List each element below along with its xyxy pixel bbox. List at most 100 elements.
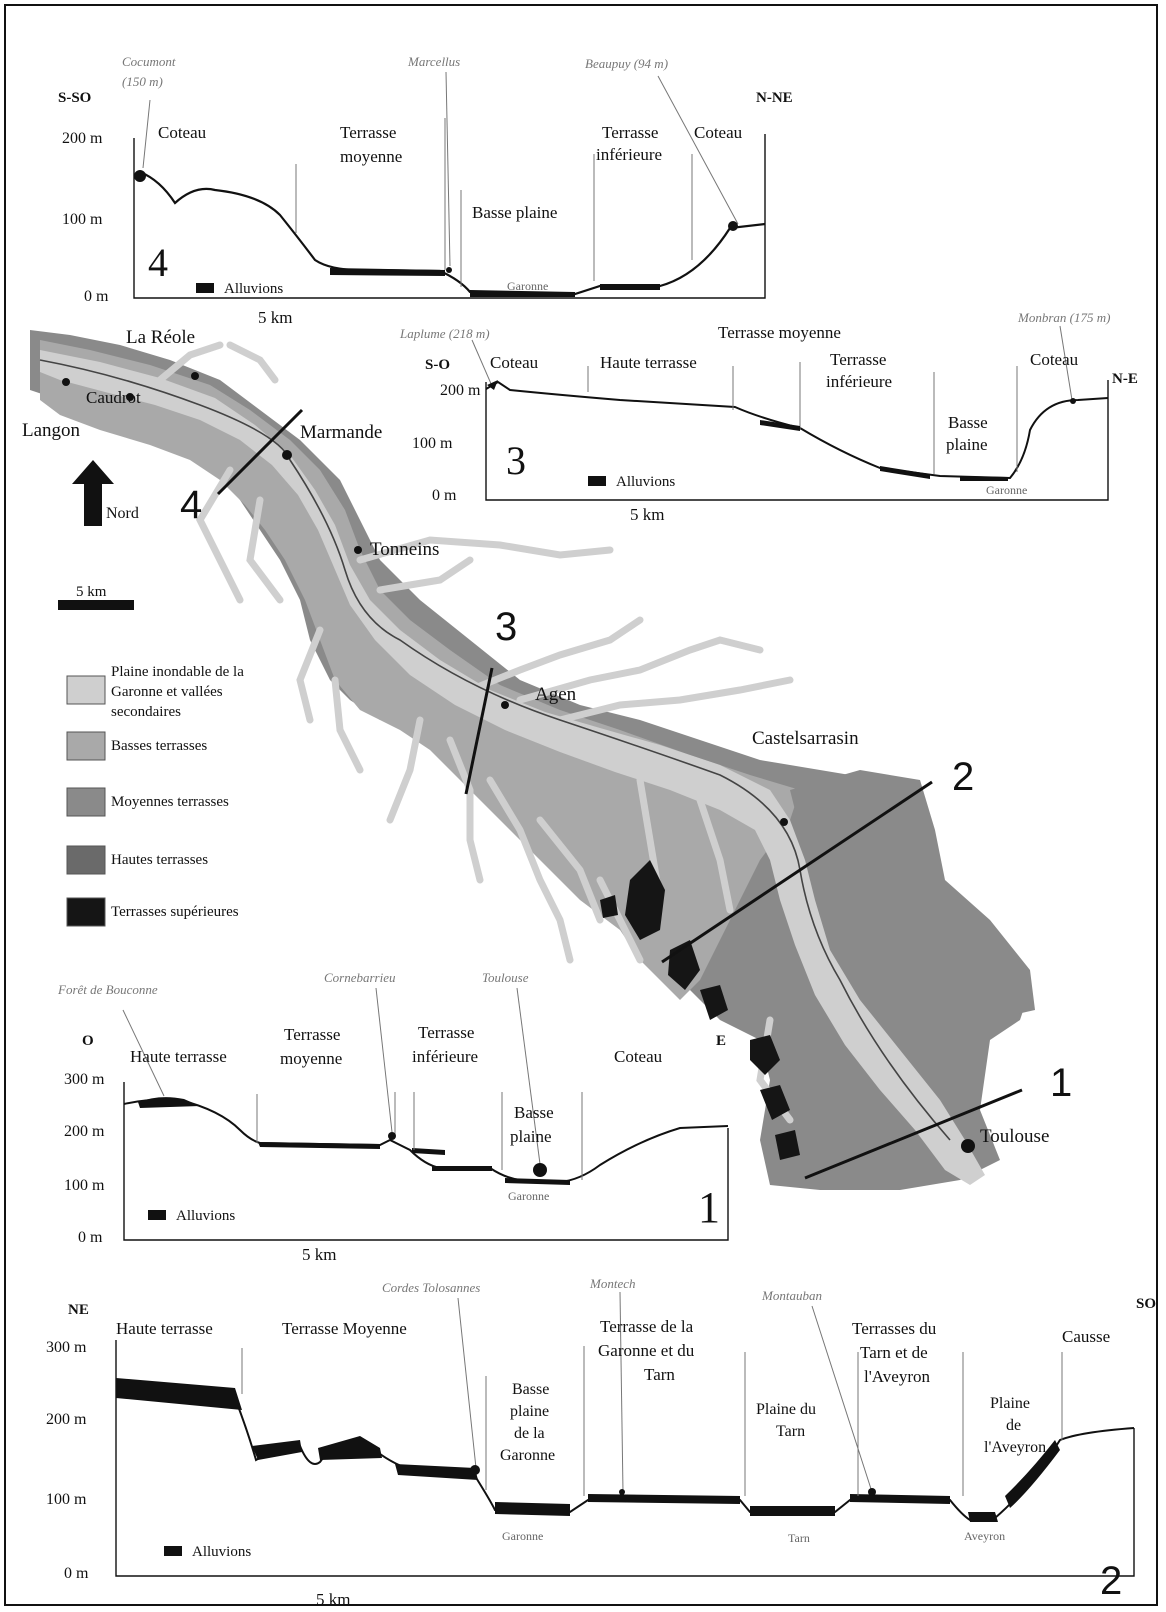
- legend-label-hautes: Hautes terrasses: [111, 852, 208, 868]
- p4-boundaries: [295, 118, 693, 287]
- p2-alluvions-fill: [116, 1378, 1060, 1522]
- p2-unit-causse: Causse: [1062, 1327, 1110, 1346]
- p1-boundaries: [122, 987, 583, 1180]
- north-label: Nord: [106, 505, 139, 522]
- map-scale-label: 5 km: [76, 584, 107, 600]
- p3-place-laplume: Laplume (218 m): [399, 326, 490, 341]
- p4-number: 4: [148, 240, 168, 285]
- north-arrow-icon: [72, 460, 114, 526]
- legend-label-moyennes: Moyennes terrasses: [111, 794, 229, 810]
- town-toulouse: Toulouse: [980, 1126, 1049, 1147]
- p3-frame: [485, 380, 1109, 501]
- p4-place-marcellus: Marcellus: [407, 54, 460, 69]
- legend-swatch-hautes: [66, 845, 106, 875]
- p1-unit-coteau: Coteau: [614, 1047, 663, 1066]
- map-plaine-inondable: [40, 350, 985, 1185]
- p2-unit-terrasse-moyenne: Terrasse Moyenne: [282, 1319, 407, 1338]
- legend-swatch-moyennes: [66, 787, 106, 817]
- p3-dir-left: S-O: [425, 357, 450, 373]
- p2-river-garonne: Garonne: [502, 1529, 543, 1543]
- p2-dir-right: SO: [1136, 1296, 1156, 1312]
- p4-ytick-100: 100 m: [62, 211, 103, 228]
- p4-dir-right: N-NE: [756, 90, 793, 106]
- p4-dir-left: S-SO: [58, 90, 91, 106]
- p3-alluvions-swatch: [588, 476, 606, 486]
- town-la-reole: La Réole: [126, 327, 195, 348]
- p1-ytick-100: 100 m: [64, 1177, 105, 1194]
- p3-ytick-0: 0 m: [432, 487, 457, 504]
- p1-place-toulouse: Toulouse: [482, 970, 529, 985]
- p2-place-montech: Montech: [589, 1276, 635, 1291]
- transect-number-2: 2: [952, 755, 974, 799]
- figure-frame: [4, 4, 1158, 1606]
- p4-ytick-200: 200 m: [62, 130, 103, 147]
- p1-alluvions-label: Alluvions: [176, 1208, 235, 1224]
- map-side-valleys: [156, 341, 794, 1124]
- p2-ytick-0: 0 m: [64, 1565, 89, 1582]
- p3-scale-label: 5 km: [630, 505, 664, 524]
- transect-line-3: [464, 667, 494, 795]
- p3-number: 3: [506, 438, 526, 483]
- p2-alluvions-label: Alluvions: [192, 1544, 251, 1560]
- p1-dir-right: E: [716, 1033, 726, 1049]
- p1-unit-haute-terrasse: Haute terrasse: [130, 1047, 227, 1066]
- p2-frame: [115, 1340, 1135, 1577]
- p2-ytick-100: 100 m: [46, 1491, 87, 1508]
- p4-unit-basse-plaine: Basse plaine: [472, 203, 557, 222]
- map-plateau-right: [790, 770, 1035, 1020]
- p2-unit-plaine-aveyron: Plaine de l'Aveyron: [984, 1395, 1046, 1456]
- p4-place-beaupuy: Beaupuy (94 m): [585, 56, 668, 71]
- transect-line-4: [216, 408, 304, 496]
- transect-number-1: 1: [1050, 1061, 1072, 1105]
- p2-river-aveyron: Aveyron: [964, 1529, 1005, 1543]
- p1-dir-left: O: [82, 1033, 94, 1049]
- profile-1: Forêt de Bouconne Cornebarrieu Toulouse …: [57, 970, 729, 1264]
- legend-swatch-superieures: [66, 897, 106, 927]
- p2-dir-left: NE: [68, 1302, 89, 1318]
- p4-unit-coteau-left: Coteau: [158, 123, 207, 142]
- town-langon: Langon: [22, 420, 81, 441]
- p3-ytick-100: 100 m: [412, 435, 453, 452]
- p4-alluvions-fill: [330, 268, 660, 297]
- p4-ytick-0: 0 m: [84, 288, 109, 305]
- town-agen: Agen: [535, 684, 577, 705]
- p3-alluvions-fill: [760, 420, 1008, 481]
- p1-profile-line: [123, 1098, 729, 1184]
- p2-unit-terrasse-garonne-tarn: Terrasse de la Garonne et du Tarn: [598, 1317, 699, 1384]
- map-town-dots: [62, 372, 975, 1153]
- legend-label-superieures: Terrasses supérieures: [111, 904, 239, 920]
- p1-place-cornebarrieu: Cornebarrieu: [324, 970, 396, 985]
- transect-number-3: 3: [495, 605, 517, 649]
- p3-profile-line: [485, 380, 1109, 480]
- p2-boundaries: [241, 1291, 1063, 1496]
- p1-place-bouconne: Forêt de Bouconne: [57, 982, 158, 997]
- p1-number: 1: [698, 1183, 720, 1232]
- town-marmande: Marmande: [300, 422, 382, 443]
- town-tonneins: Tonneins: [370, 539, 439, 560]
- p3-unit-haute-terrasse: Haute terrasse: [600, 353, 697, 372]
- p3-unit-coteau-right: Coteau: [1030, 350, 1079, 369]
- p1-alluvions-swatch: [148, 1210, 166, 1220]
- p3-unit-coteau-left: Coteau: [490, 353, 539, 372]
- p1-frame: [123, 1082, 729, 1241]
- p4-scale-label: 5 km: [258, 308, 292, 327]
- profile-4: Cocumont(150 m) Marcellus Beaupuy (94 m)…: [58, 54, 793, 327]
- p2-unit-terrasses-tarn-aveyron: Terrasses du Tarn et de l'Aveyron: [852, 1319, 941, 1386]
- profile-3: Laplume (218 m) Monbran (175 m) S-O N-E …: [399, 310, 1138, 524]
- p2-unit-haute-terrasse: Haute terrasse: [116, 1319, 213, 1338]
- legend-label-plaine: Plaine inondable de la Garonne et vallée…: [111, 664, 248, 720]
- p2-scale-label: 5 km: [316, 1590, 350, 1609]
- p2-place-cordes: Cordes Tolosannes: [382, 1280, 480, 1295]
- p1-ytick-200: 200 m: [64, 1123, 105, 1140]
- p2-ytick-300: 300 m: [46, 1339, 87, 1356]
- p3-dir-right: N-E: [1112, 371, 1138, 387]
- transect-line-1: [804, 1088, 1023, 1180]
- legend-swatch-basses: [66, 731, 106, 761]
- p3-river-label: Garonne: [986, 483, 1027, 497]
- town-castelsarrasin: Castelsarrasin: [752, 728, 859, 749]
